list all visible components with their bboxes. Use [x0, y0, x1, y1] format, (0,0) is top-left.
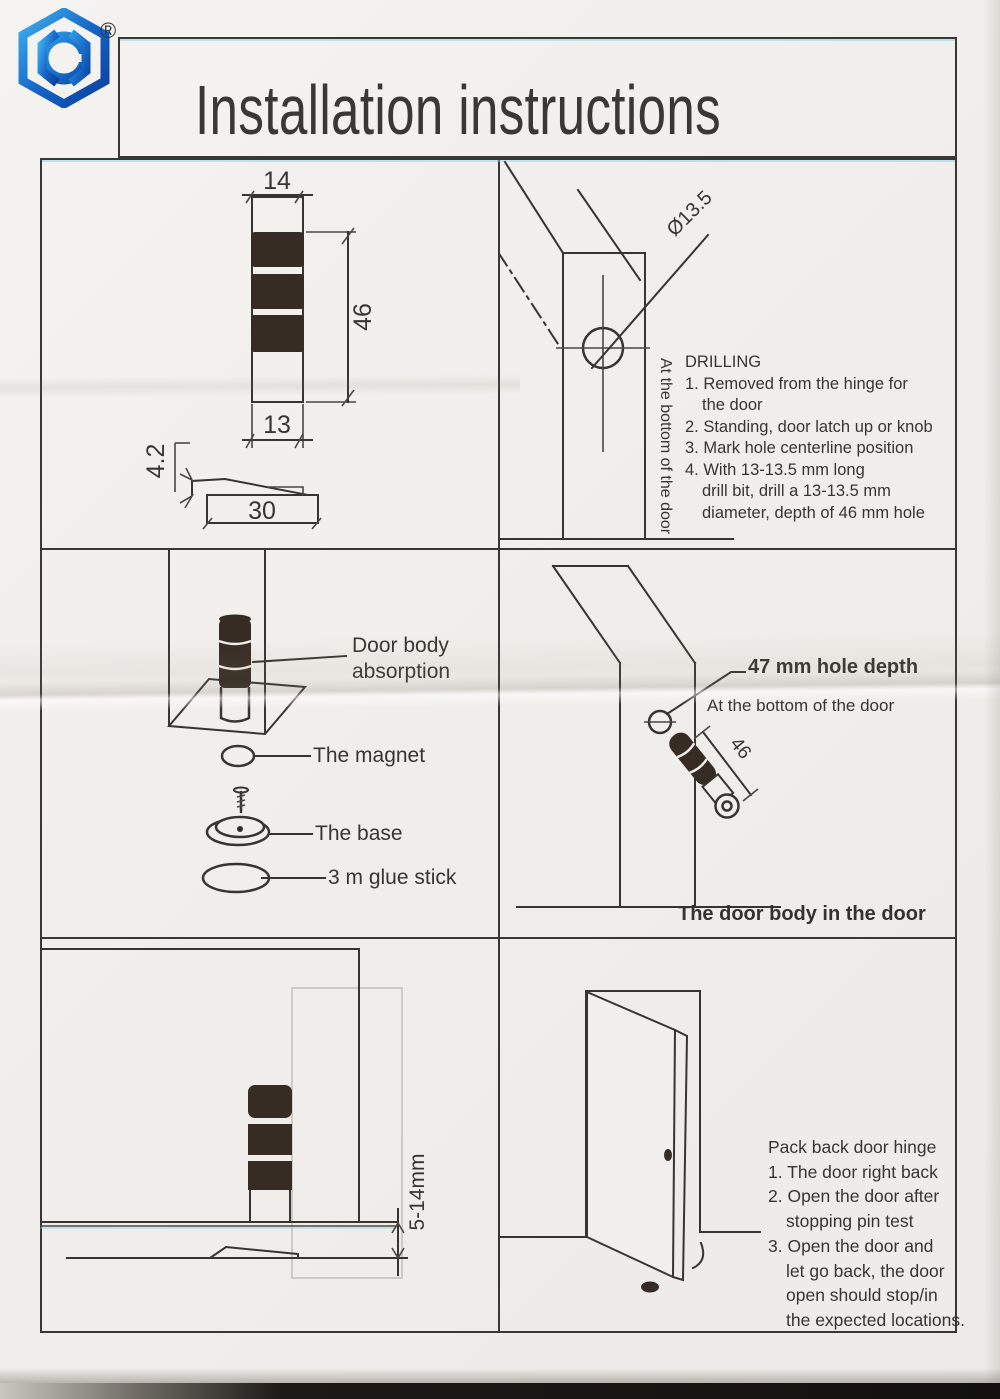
scan-cyan-fringe: [42, 160, 955, 162]
grid-horizontal-divider-1: [40, 548, 957, 550]
drilling-step: diameter, depth of 46 mm hole: [702, 503, 925, 522]
logo-right-bracket: [68, 29, 91, 87]
clearance-drawing: 5-14mm: [40, 948, 429, 1279]
hole-diameter-label: Ø13.5: [663, 187, 717, 241]
door-body-label-line1: Door body: [352, 634, 449, 658]
wedge-under-door: [206, 1245, 299, 1259]
glue-stick-part: [201, 862, 271, 894]
hinge-step: open should stop/in: [786, 1285, 938, 1306]
screw-part: [233, 786, 249, 814]
drilling-drawing: Ø13.5 At the bottom of the door: [498, 160, 734, 540]
hinge-step: the expected locations.: [786, 1309, 966, 1330]
scan-bottom-edge: [0, 1383, 1000, 1399]
title-box: Installation instructions: [118, 37, 957, 158]
dim-bottom-width: 13: [263, 411, 291, 439]
hinge-step: Pack back door hinge: [768, 1137, 937, 1157]
scan-bottom-shadow: [0, 1368, 1000, 1384]
scan-crease: [0, 374, 521, 398]
drilling-step: the door: [702, 396, 763, 414]
pin-dimension-drawing: 14 46 13 30 4.2: [142, 167, 377, 530]
panel-pin-dimensions: 14 46 13 30 4.2: [40, 158, 498, 548]
parts-drawing: [166, 548, 348, 894]
swing-arc: [691, 1241, 705, 1270]
grid-vertical-divider: [498, 158, 500, 1333]
drilling-step: 1. Removed from the hinge for: [685, 374, 908, 393]
logo-hexagon: [18, 8, 110, 108]
drilling-step: 4. With 13-13.5 mm long: [685, 460, 865, 479]
panel-floor-clearance: 5-14mm: [40, 937, 498, 1333]
hinge-step: let go back, the door: [786, 1260, 945, 1281]
hinge-step: 1. The door right back: [768, 1161, 938, 1182]
door-leaf: [586, 990, 677, 1279]
scan-cyan-fringe: [120, 39, 955, 41]
dim-wedge-height: 4.2: [142, 444, 170, 479]
open-door-drawing: [499, 990, 761, 1293]
pin-band: [248, 1161, 292, 1190]
grid-horizontal-divider-2: [40, 937, 957, 939]
pin-band: [248, 1085, 292, 1118]
door-body-pin: [219, 619, 251, 688]
pin-band: [251, 274, 304, 309]
hinge-instructions: Pack back door hinge 1. The door right b…: [768, 1135, 965, 1333]
magnet-part: [220, 744, 256, 768]
hinge-step: 2. Open the door after: [768, 1186, 940, 1207]
base-label: The base: [315, 822, 403, 845]
panel-door-body-insert: 46 47 mm hole depth At the bottom of the…: [498, 548, 957, 937]
drilling-step: drill bit, drill a 13-13.5 mm: [702, 482, 891, 500]
floor-stop-dot: [641, 1281, 659, 1293]
insert-caption: The door body in the door: [678, 903, 926, 925]
panel-drilling: Ø13.5 At the bottom of the door DRILLING…: [498, 158, 957, 548]
hinge-step: stopping pin test: [786, 1211, 914, 1232]
panel-parts: Door body absorption The magnet The base…: [40, 548, 498, 937]
pin-length-label: 46: [725, 734, 755, 764]
insert-drawing: 46: [516, 564, 781, 908]
glue-stick-label: 3 m glue stick: [328, 866, 457, 889]
pin-band: [248, 1124, 292, 1155]
dim-wedge-length: 30: [248, 497, 276, 525]
hinge-step: 3. Open the door and: [768, 1235, 934, 1256]
clearance-label: 5-14mm: [406, 1153, 429, 1230]
registered-trademark: ®: [100, 18, 117, 43]
logo-left-bracket: [37, 29, 60, 87]
base-part: [205, 815, 271, 847]
drilling-heading: DRILLING: [685, 353, 762, 371]
door-knob: [664, 1149, 672, 1161]
pin-band: [251, 315, 304, 352]
dim-top-width: 14: [263, 167, 291, 195]
page-title: Installation instructions: [195, 71, 722, 149]
magnet-label: The magnet: [313, 744, 426, 767]
drilling-instructions: DRILLING 1. Removed from the hinge for t…: [685, 352, 933, 524]
edge-note-vertical: At the bottom of the door: [657, 358, 674, 535]
drilling-step: 2. Standing, door latch up or knob: [685, 417, 933, 436]
scan-edge-shadow: [984, 0, 1000, 1399]
brand-logo: [18, 8, 110, 108]
pin-band: [251, 232, 304, 267]
scan-ghost-rect: [291, 987, 403, 1279]
dim-length: 46: [349, 303, 377, 331]
drilling-step: 3. Mark hole centerline position: [685, 439, 914, 457]
panel-hinge-test: Pack back door hinge 1. The door right b…: [498, 937, 965, 1333]
